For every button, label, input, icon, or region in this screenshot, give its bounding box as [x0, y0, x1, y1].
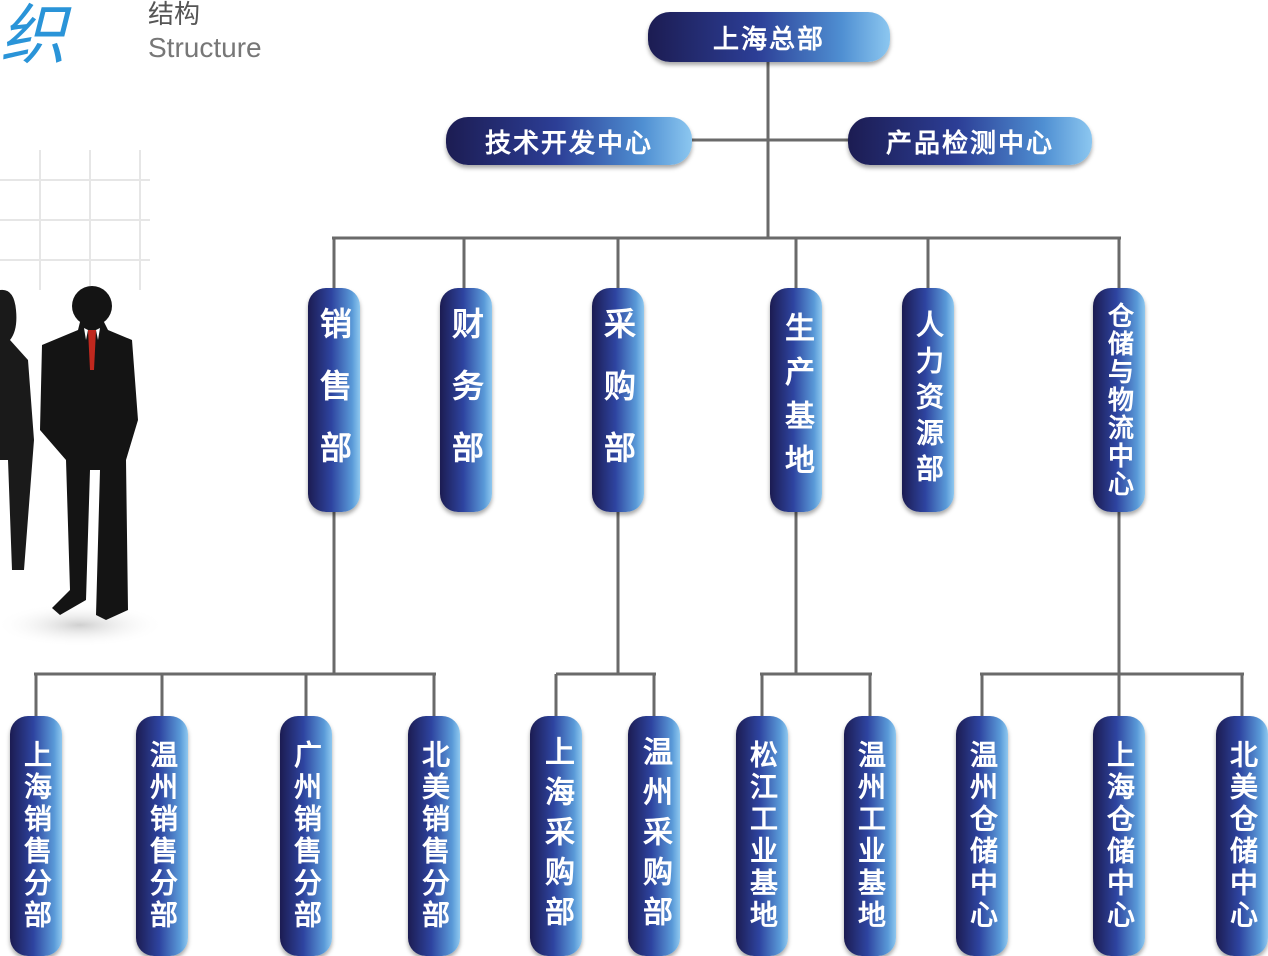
org-node-finance-dept: 财务部 [440, 288, 492, 512]
background-grid-decoration [0, 150, 150, 290]
org-node-songjiang-base: 松江工业基地 [736, 716, 788, 956]
org-node-purchase-dept: 采购部 [592, 288, 644, 512]
org-node-storage-wenzhou: 温州仓储中心 [956, 716, 1008, 956]
org-node-storage-shanghai: 上海仓储中心 [1093, 716, 1145, 956]
org-node-hr-dept: 人力资源部 [902, 288, 954, 512]
org-node-sales-north-america: 北美销售分部 [408, 716, 460, 956]
org-node-sales-shanghai: 上海销售分部 [10, 716, 62, 956]
org-node-sales-guangzhou: 广州销售分部 [280, 716, 332, 956]
org-node-sales-dept: 销售部 [308, 288, 360, 512]
org-node-testing-center: 产品检测中心 [848, 117, 1092, 165]
title-logo-script: 织 [0, 0, 66, 74]
title-en: Structure [148, 32, 262, 63]
org-node-purchase-wenzhou: 温州采购部 [628, 716, 680, 956]
org-node-purchase-shanghai: 上海采购部 [530, 716, 582, 956]
title-cn: 结构 [148, 0, 201, 30]
org-node-root: 上海总部 [648, 12, 890, 62]
org-node-storage-logistics: 仓储与物流中心 [1093, 288, 1145, 512]
org-node-wenzhou-base: 温州工业基地 [844, 716, 896, 956]
org-node-production-base: 生产基地 [770, 288, 822, 512]
org-node-tech-center: 技术开发中心 [446, 117, 692, 165]
business-people-illustration [0, 286, 160, 647]
org-node-sales-wenzhou: 温州销售分部 [136, 716, 188, 956]
org-node-storage-north-america: 北美仓储中心 [1216, 716, 1268, 956]
